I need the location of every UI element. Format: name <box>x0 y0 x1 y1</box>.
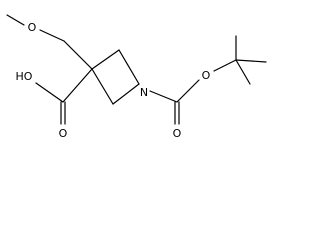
bond-ring-n-bottom <box>112 83 140 105</box>
bond-ring-bottom-cq <box>91 68 114 105</box>
bond-acid-c-oh <box>35 82 64 103</box>
bond-tert-c-methyl-right <box>235 59 267 63</box>
bond-ch2-cq <box>63 40 93 70</box>
bond-ring-top-n <box>118 49 140 85</box>
atom-labels: O HO O N O O <box>16 21 211 140</box>
bond-o-ch2 <box>39 29 65 42</box>
atom-methoxy-o: O <box>28 21 37 34</box>
atom-acid-o: O <box>59 127 68 140</box>
bond-ring-cq-top <box>91 49 120 70</box>
bond-carbamate-c-ester-o <box>176 79 200 103</box>
atom-carbamate-o: O <box>173 127 182 140</box>
bond-ester-o-tert-c <box>213 59 237 72</box>
bond-cq-acid-c <box>62 68 93 103</box>
bond-methyl-o <box>6 14 25 26</box>
bond-tert-c-methyl-bottom <box>235 59 251 85</box>
bonds <box>6 14 267 125</box>
atom-ring-n: N <box>140 86 148 99</box>
bond-n-carbamate-c <box>149 90 178 103</box>
structure-diagram: O HO O N O O <box>6 14 267 140</box>
atom-acid-oh: HO <box>16 70 33 83</box>
atom-ester-o: O <box>202 69 211 82</box>
